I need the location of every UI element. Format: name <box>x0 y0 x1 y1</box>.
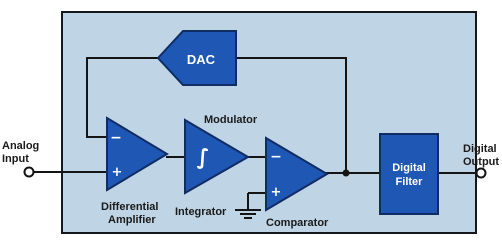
dac-label: DAC <box>187 52 216 67</box>
digital-output-label-line2: Output <box>463 156 499 168</box>
analog-input-label-line1: Analog <box>2 140 39 152</box>
junction-dot <box>342 169 350 177</box>
integral-icon: ∫ <box>197 145 210 169</box>
differential-amplifier-block: − + <box>106 116 169 192</box>
digital-output-label-line1: Digital <box>463 143 497 155</box>
comparator-block: − + <box>265 136 329 212</box>
digital-output-terminal <box>475 167 487 179</box>
digital-filter-block: Digital Filter <box>379 133 439 215</box>
comparator-minus-sign: − <box>270 149 282 165</box>
analog-input-label-line2: Input <box>2 153 29 165</box>
signal-wires <box>30 57 480 209</box>
diffamp-plus-sign: + <box>112 165 123 180</box>
feedback-wire-left <box>86 57 160 138</box>
comparator-label: Comparator <box>266 217 329 229</box>
analog-input-terminal <box>23 166 35 178</box>
dac-block: DAC <box>156 30 237 86</box>
integrator-block: ∫ <box>184 118 250 195</box>
modulator-label: Modulator <box>204 114 258 126</box>
digital-filter-label-line2: Filter <box>396 176 424 188</box>
differential-amplifier-label-line2: Amplifier <box>108 214 156 226</box>
ground-icon <box>235 209 261 219</box>
diffamp-minus-sign: − <box>110 130 122 146</box>
integrator-label: Integrator <box>175 206 227 218</box>
digital-filter-label-line1: Digital <box>392 162 426 174</box>
feedback-wire-right <box>236 57 347 173</box>
differential-amplifier-label-line1: Differential <box>101 201 158 213</box>
comparator-plus-sign: + <box>271 185 282 200</box>
